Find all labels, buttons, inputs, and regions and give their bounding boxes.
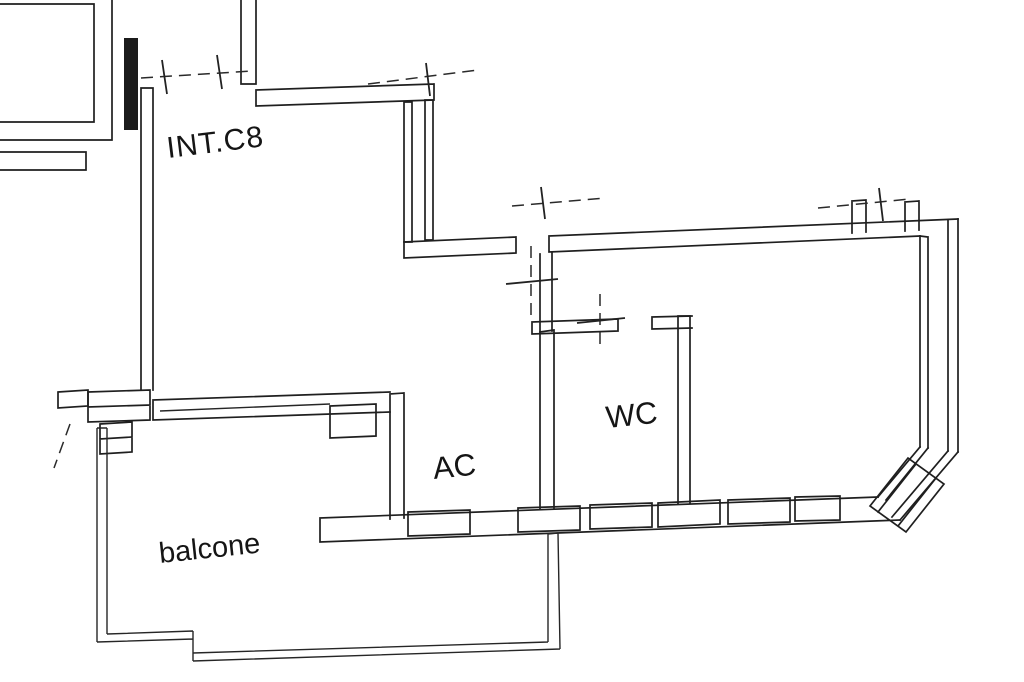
wall-wc-top	[531, 315, 693, 335]
balcony-window-wall	[57, 389, 391, 455]
wall-wc-lobby	[539, 252, 553, 333]
left-edge-stub	[57, 389, 89, 409]
axis-left-edge	[53, 423, 71, 469]
axis-corridor-left	[511, 197, 607, 207]
wall-right-vertical	[919, 218, 959, 453]
balcony-label: balcone	[157, 528, 261, 570]
wall-entry-top	[255, 83, 435, 107]
wall-window-horizontal	[152, 391, 391, 421]
ac-walls	[389, 392, 405, 520]
parapet-outline	[96, 427, 561, 662]
facade-window-3	[589, 502, 653, 530]
facade-window-5	[727, 497, 791, 525]
wall-wc-left	[539, 329, 555, 510]
facade-window-1	[407, 509, 471, 537]
axis-top-right	[367, 69, 479, 85]
room-labels: INT.C8 WC AC balcone	[157, 120, 659, 570]
wall-neighbor-unit	[0, 0, 113, 171]
wall-corridor-horizontal	[403, 218, 959, 259]
wall-corridor-stubs	[851, 199, 920, 234]
window-sill-line	[159, 403, 331, 412]
corridor-wall	[403, 199, 959, 259]
wall-ac-vertical	[389, 392, 405, 520]
wall-entry-pier	[240, 0, 257, 85]
facade-window-2	[517, 505, 581, 533]
wc-room-walls	[531, 252, 693, 510]
wall-facade-band	[319, 496, 901, 543]
wall-wc-right	[677, 315, 691, 505]
ac-label: AC	[431, 447, 478, 486]
window-box-small	[329, 403, 377, 439]
axis-entry-door	[140, 70, 253, 79]
neighbor-unit-walls	[0, 0, 138, 171]
facade-window-6	[794, 495, 841, 522]
unit-label: INT.C8	[165, 120, 266, 165]
wall-corner-diagonal	[876, 445, 960, 522]
balcony-parapet	[96, 427, 561, 662]
wc-label: WC	[604, 395, 659, 435]
wall-shaft	[403, 99, 434, 243]
balcony-door-threshold	[87, 389, 151, 423]
wall-entry-left	[140, 87, 154, 391]
axis-ticks	[161, 54, 884, 324]
balcony-corner-pillar	[99, 421, 133, 455]
entry-room-walls	[140, 0, 435, 391]
wall-pilaster-solid	[124, 38, 138, 130]
facade-window-4	[657, 499, 721, 528]
right-exterior-wall	[868, 218, 960, 534]
facade-wall	[319, 495, 901, 543]
corner-diagonal-panel	[868, 456, 946, 534]
axis-corridor-right	[817, 198, 911, 209]
axis-marks	[53, 54, 911, 469]
